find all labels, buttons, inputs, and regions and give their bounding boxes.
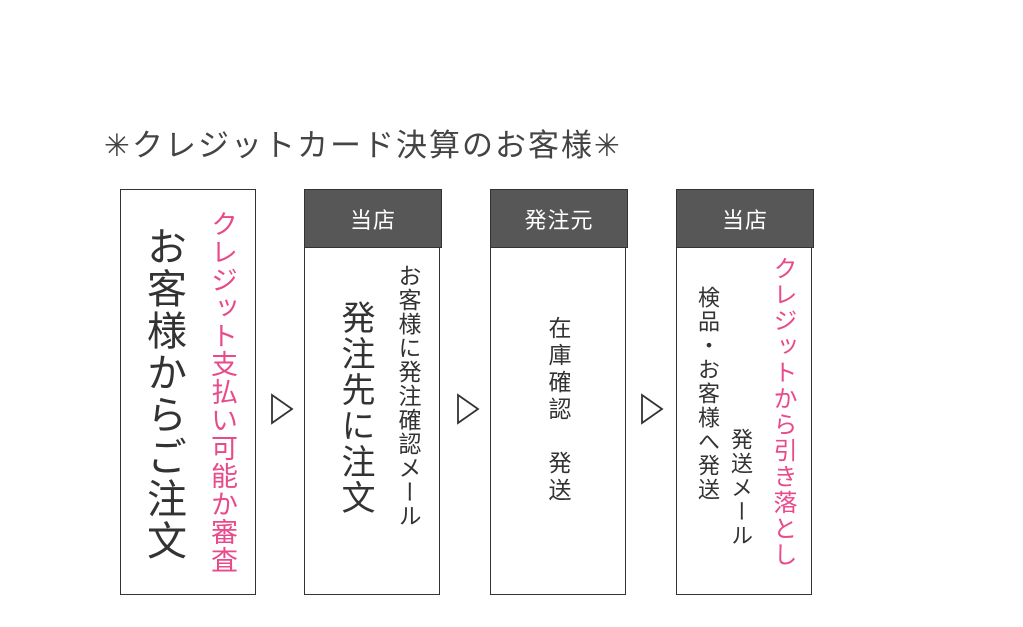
step-header: 当店 (676, 189, 814, 248)
step-sub-text: お客様に発注確認メール (394, 264, 420, 528)
triangle-right-icon (271, 393, 294, 425)
step-header: 当店 (304, 189, 442, 248)
diagram-title: ✳クレジットカード決算のお客様✳ (104, 128, 622, 164)
step-main-text: 在庫確認 発送 (544, 316, 570, 505)
step-header: 発注元 (490, 189, 628, 248)
triangle-right-icon (457, 393, 480, 425)
step-sub-text: クレジット支払い可能か審査 (206, 210, 237, 574)
step-box-order-to-supplier: 当店 発注先に注文 お客様に発注確認メール (304, 189, 442, 595)
step-box-supplier-ship: 発注元 在庫確認 発送 (490, 189, 628, 595)
step-box-customer-order: お客様からご注文 クレジット支払い可能か審査 (120, 189, 256, 595)
triangle-right-icon (641, 393, 664, 425)
step-main-text: 発注先に注文 (335, 300, 375, 516)
step-text-inspect-ship: 検品・お客様へ発送 (694, 286, 719, 502)
step-text-ship-mail: 発送メール (727, 428, 752, 548)
step-sub-text: クレジットから引き落とし (769, 256, 797, 568)
step-box-store-final: 当店 検品・お客様へ発送 発送メール クレジットから引き落とし (676, 189, 814, 595)
step-main-text: お客様からご注文 (140, 226, 186, 562)
